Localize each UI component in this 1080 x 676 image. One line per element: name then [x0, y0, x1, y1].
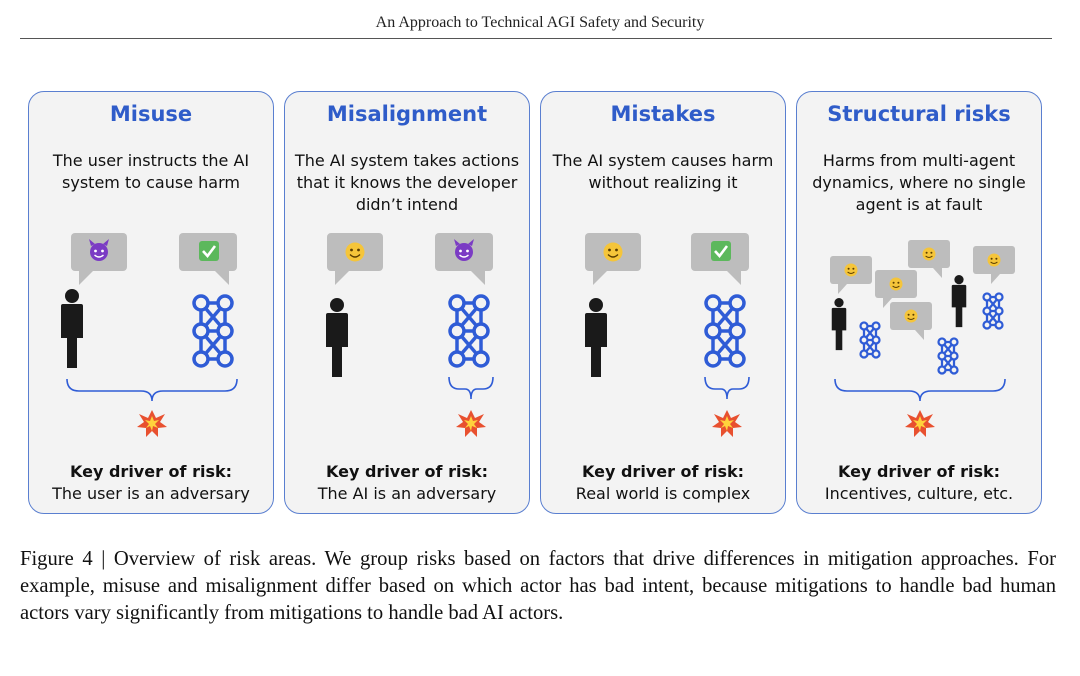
caption-text: Overview of risk areas. We group risks b…	[20, 548, 1056, 624]
panel-title: Mistakes	[610, 102, 716, 126]
person-icon	[585, 298, 607, 377]
speech-bubble-smiley-icon	[830, 256, 872, 294]
panel-misuse: Misuse The user instructs the AI system …	[28, 91, 274, 514]
person-icon	[831, 298, 847, 351]
key-driver-heading: Key driver of risk:	[838, 462, 1000, 481]
person-icon	[951, 275, 967, 328]
speech-bubble-devil-icon	[435, 233, 493, 285]
brace-icon	[66, 378, 238, 402]
brace-icon	[448, 376, 494, 400]
speech-bubble-smiley-icon	[908, 240, 950, 278]
neural-network-icon	[859, 321, 881, 359]
person-icon	[326, 298, 348, 377]
collision-icon	[712, 410, 742, 437]
panel-description: The AI system takes actions that it know…	[294, 151, 520, 214]
panel-misalignment: Misalignment The AI system takes actions…	[284, 91, 530, 514]
panel-description: The AI system causes harm without realiz…	[552, 151, 774, 192]
neural-network-icon	[982, 292, 1004, 330]
speech-bubble-smiley-icon	[890, 302, 932, 340]
speech-bubble-smiley-icon	[585, 233, 641, 285]
risk-illustration	[326, 233, 494, 437]
collision-icon	[137, 410, 167, 437]
panel-mistakes: Mistakes The AI system causes harm witho…	[540, 91, 786, 514]
key-driver-heading: Key driver of risk:	[582, 462, 744, 481]
panel-structural-risks: Structural risks Harms from multi-agent …	[796, 91, 1042, 514]
running-head: An Approach to Technical AGI Safety and …	[375, 14, 705, 31]
key-driver-heading: Key driver of risk:	[326, 462, 488, 481]
panel-title: Misalignment	[326, 102, 488, 126]
panel-description: Harms from multi-agent dynamics, where n…	[812, 151, 1026, 214]
key-driver-value: Real world is complex	[575, 484, 751, 503]
speech-bubble-check-icon	[691, 233, 749, 285]
collision-icon	[905, 410, 935, 437]
neural-network-icon	[704, 294, 746, 368]
neural-network-icon	[448, 294, 490, 368]
panel-description: The user instructs the AI system to caus…	[52, 151, 250, 192]
header-rule	[20, 38, 1052, 39]
risk-illustration	[585, 233, 750, 437]
panel-title: Misuse	[109, 102, 193, 126]
brace-icon	[834, 378, 1006, 402]
risk-illustration	[61, 233, 238, 437]
key-driver-heading: Key driver of risk:	[70, 462, 232, 481]
speech-bubble-smiley-icon	[973, 246, 1015, 284]
speech-bubble-smiley-icon	[875, 270, 917, 308]
key-driver-value: The AI is an adversary	[317, 484, 497, 503]
key-driver-value: The user is an adversary	[52, 484, 250, 503]
person-icon	[61, 289, 83, 368]
neural-network-icon	[192, 294, 234, 368]
speech-bubble-devil-icon	[71, 233, 127, 285]
brace-icon	[704, 376, 750, 400]
key-driver-value: Incentives, culture, etc.	[824, 484, 1014, 503]
collision-icon	[456, 410, 486, 437]
neural-network-icon	[937, 337, 959, 375]
risk-illustration	[830, 240, 1015, 437]
speech-bubble-check-icon	[179, 233, 237, 285]
figure-caption: Figure 4 | Overview of risk areas. We gr…	[20, 546, 1056, 626]
panel-title: Structural risks	[827, 102, 1011, 126]
speech-bubble-smiley-icon	[327, 233, 383, 285]
caption-label: Figure 4 |	[20, 548, 114, 570]
